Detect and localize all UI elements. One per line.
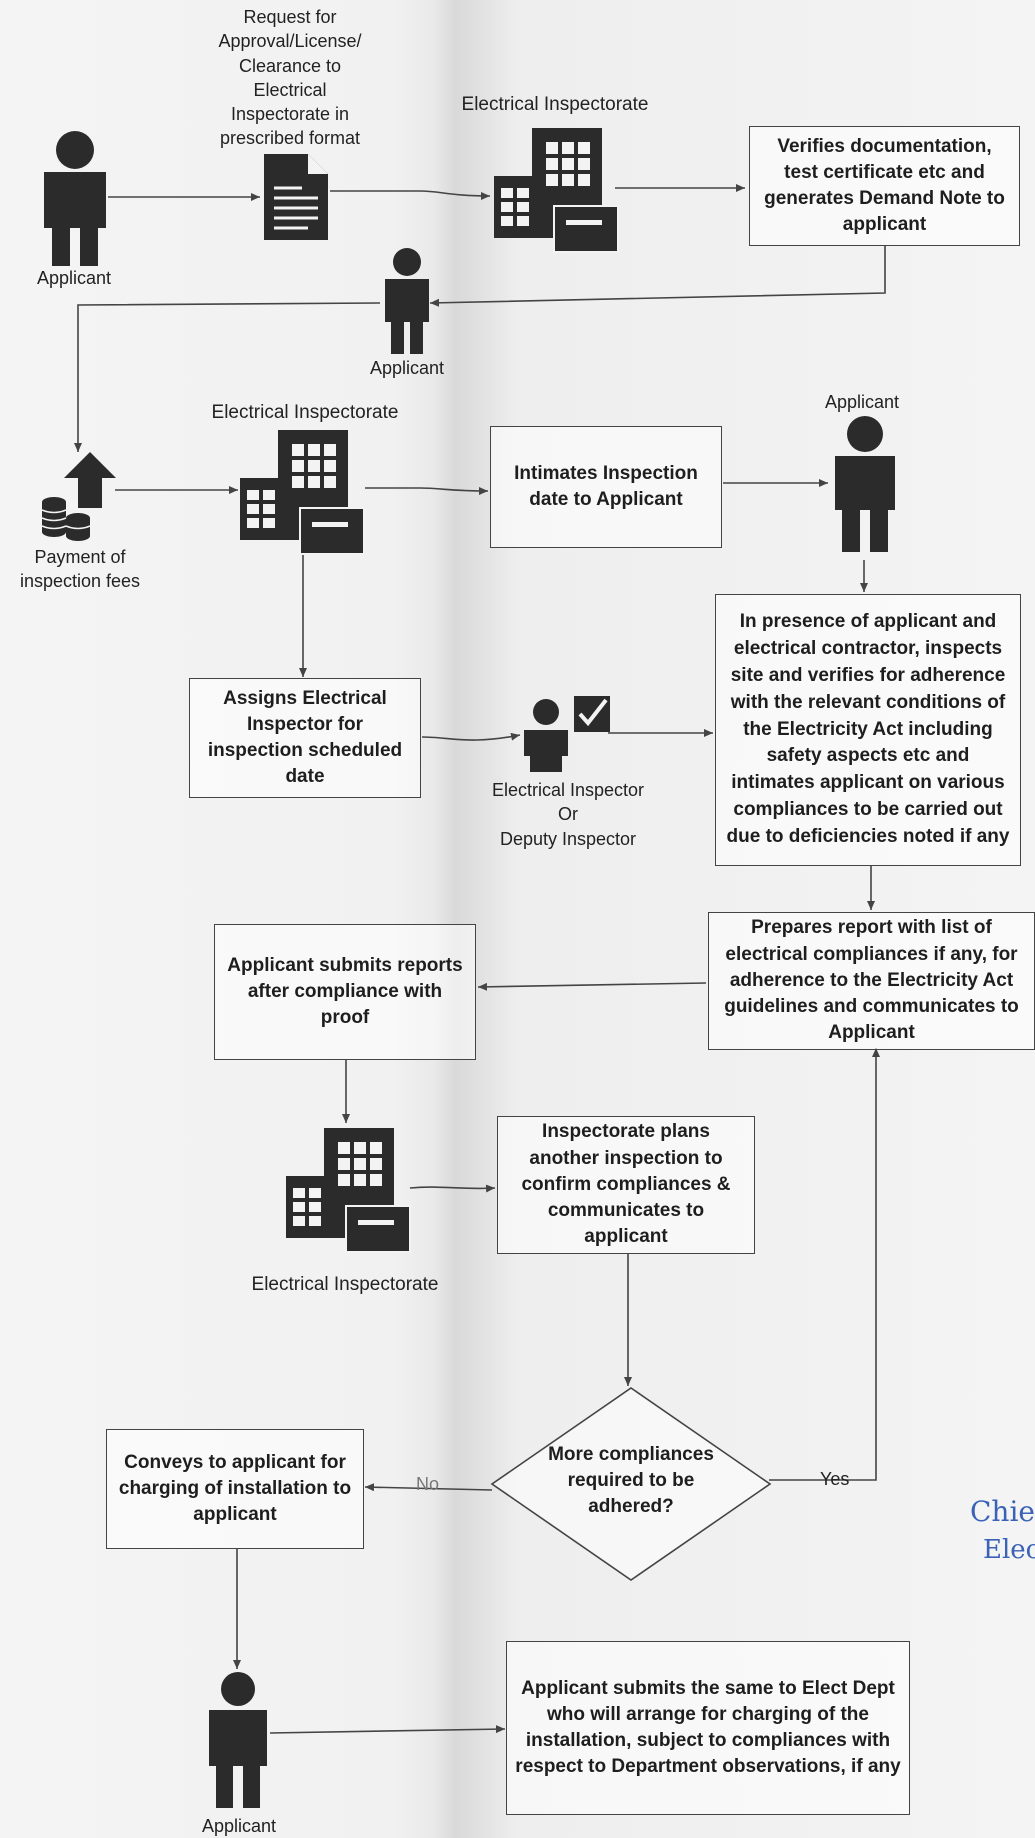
submits-to-elect-dept-box: Applicant submits the same to Elect Dept… [506, 1641, 910, 1815]
decision-text: More compliances required to be adhered? [548, 1444, 714, 1518]
building-icon [492, 126, 622, 256]
payment-icon [40, 452, 120, 544]
edge-applicant4-to-final [269, 1725, 506, 1734]
applicant-icon [382, 246, 432, 356]
watermark-text-1: Chief [970, 1495, 1035, 1528]
applicant-icon [40, 128, 110, 268]
inspectorate-label-1: Electrical Inspectorate [461, 94, 649, 115]
edge-verifies-to-applicant2 [429, 245, 886, 307]
inspects-site-box: In presence of applicant and electrical … [715, 594, 1021, 866]
verifies-documentation-box: Verifies documentation, test certificate… [749, 126, 1020, 246]
edge-inspectorate3-to-plans [409, 1184, 496, 1193]
plans-inspection-box: Inspectorate plans another inspection to… [497, 1116, 755, 1254]
building-icon [238, 428, 368, 558]
no-label: No [416, 1474, 440, 1494]
applicant-icon [832, 414, 898, 554]
edge-applicant2-to-payment [74, 302, 381, 452]
building-icon [284, 1126, 414, 1256]
inspectorate-label-2: Electrical Inspectorate [211, 402, 399, 423]
document-icon [262, 152, 330, 242]
decision-diamond [490, 1386, 772, 1582]
applicant-submits-reports-box: Applicant submits reports after complian… [214, 924, 476, 1060]
edge-decision-no-to-conveys [364, 1483, 493, 1492]
watermark-text-2: Elec [983, 1535, 1035, 1565]
inspector-check-icon [522, 694, 612, 774]
edge-inspectorate2-to-intimates [365, 486, 489, 495]
payment-label: Payment of inspection fees [19, 547, 141, 592]
assigns-inspector-box: Assigns Electrical Inspector for inspect… [189, 678, 421, 798]
applicant-label-4: Applicant [201, 1816, 277, 1836]
edge-assigns-to-inspector [421, 732, 521, 741]
edge-prepares-to-submits [477, 982, 707, 991]
conveys-applicant-box: Conveys to applicant for charging of ins… [106, 1429, 364, 1549]
prepares-report-box: Prepares report with list of electrical … [708, 912, 1035, 1050]
applicant-label-2: Applicant [369, 358, 445, 378]
edge-request-to-inspectorate [330, 190, 491, 200]
inspector-label: Electrical Inspector Or Deputy Inspector [491, 780, 645, 849]
applicant-label-1: Applicant [36, 268, 112, 288]
intimates-inspection-box: Intimates Inspection date to Applicant [490, 426, 722, 548]
applicant-icon [206, 1670, 270, 1810]
inspectorate-label-3: Electrical Inspectorate [251, 1274, 439, 1295]
applicant-label-3: Applicant [824, 392, 900, 412]
yes-label: Yes [820, 1469, 850, 1489]
edge-decision-yes-to-prepares [769, 1048, 880, 1481]
request-label: Request for Approval/License/ Clearance … [218, 7, 362, 149]
